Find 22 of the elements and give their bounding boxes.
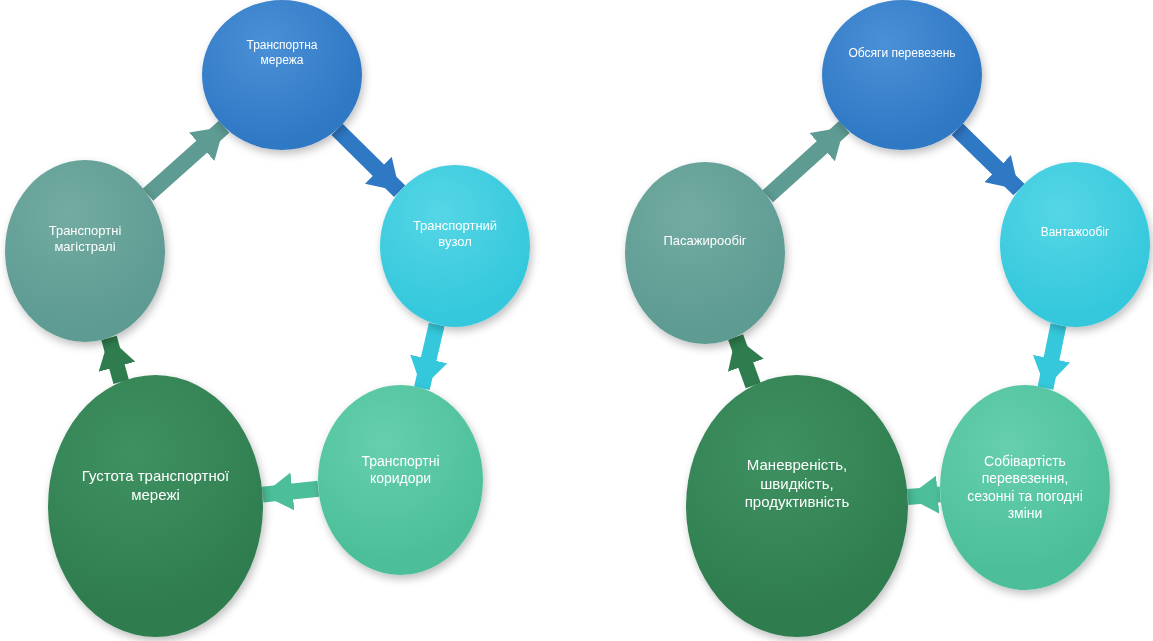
node-label: Маневреність, швидкість, продуктивність xyxy=(743,455,851,513)
node-label: Транспортна мережа xyxy=(245,38,319,68)
block-arrow xyxy=(261,472,320,511)
circle-node xyxy=(202,0,362,150)
node-label: Вантажообіг xyxy=(1040,225,1110,240)
node-label: Густота транспортної мережі xyxy=(80,467,231,505)
block-arrow xyxy=(951,123,1025,196)
node-label: Транспортні коридори xyxy=(360,452,441,488)
block-arrow xyxy=(907,475,941,514)
block-arrow xyxy=(331,123,406,197)
node-label: Транспортний вузол xyxy=(411,217,499,251)
block-arrow xyxy=(1032,323,1071,390)
block-arrow xyxy=(727,334,764,389)
block-arrow xyxy=(410,322,448,391)
node-label: Транспортні магістралі xyxy=(47,222,123,256)
circle-node xyxy=(822,0,982,150)
block-arrow xyxy=(98,335,136,384)
node-label: Пасажирообіг xyxy=(663,232,747,250)
block-arrow xyxy=(142,120,230,201)
node-label: Собівартість перевезення, сезонні та погодні зміни xyxy=(966,452,1084,523)
node-label: Обсяги перевезень xyxy=(848,45,956,61)
block-arrow xyxy=(762,121,850,203)
